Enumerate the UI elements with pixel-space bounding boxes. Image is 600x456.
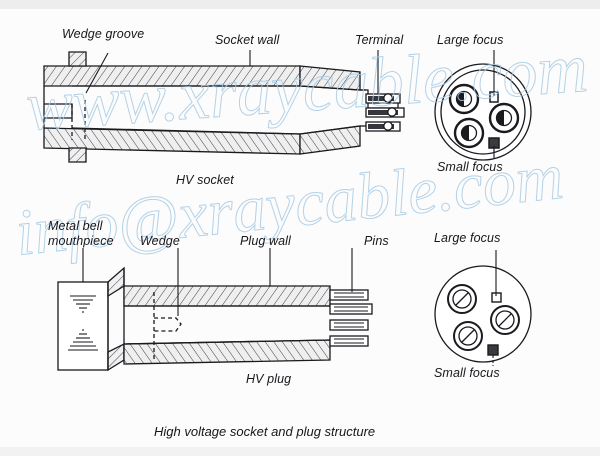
socket-contact <box>448 83 480 115</box>
metal-bell-line1: Metal bell <box>48 219 103 233</box>
plug-contact <box>490 305 520 335</box>
label-socket-large-focus: Large focus <box>437 33 504 47</box>
socket-terminals <box>360 89 405 132</box>
label-metal-bell-mouthpiece: Metal bell mouthpiece <box>48 219 114 248</box>
label-wedge: Wedge <box>140 234 180 248</box>
label-plug-wall: Plug wall <box>240 234 291 248</box>
socket-contact <box>488 102 520 134</box>
figure-caption: High voltage socket and plug structure <box>154 424 376 439</box>
socket-contact <box>453 117 485 149</box>
plug-contact <box>453 321 483 351</box>
label-pins: Pins <box>364 234 389 248</box>
plug-pins <box>329 289 373 347</box>
plug-face-view <box>434 265 532 363</box>
label-plug-small-focus: Small focus <box>434 366 500 380</box>
label-terminal: Terminal <box>355 33 404 47</box>
label-hv-socket: HV socket <box>176 173 234 187</box>
leader-lines <box>82 50 497 366</box>
pin-ridges <box>334 292 368 344</box>
small-focus-key <box>487 344 499 356</box>
label-socket-small-focus: Small focus <box>437 160 503 174</box>
label-plug-large-focus: Large focus <box>434 231 501 245</box>
label-socket-wall: Socket wall <box>215 33 280 47</box>
scan-band-top <box>0 0 600 9</box>
socket-face-view <box>434 63 532 161</box>
hv-socket-body <box>43 51 361 163</box>
plug-contact <box>447 284 477 314</box>
label-hv-plug: HV plug <box>246 372 292 386</box>
hv-plug-body <box>57 266 331 372</box>
scan-band-bottom <box>0 447 600 456</box>
label-wedge-groove: Wedge groove <box>62 27 145 41</box>
cable-strands <box>68 295 98 351</box>
metal-bell-line2: mouthpiece <box>48 233 114 248</box>
